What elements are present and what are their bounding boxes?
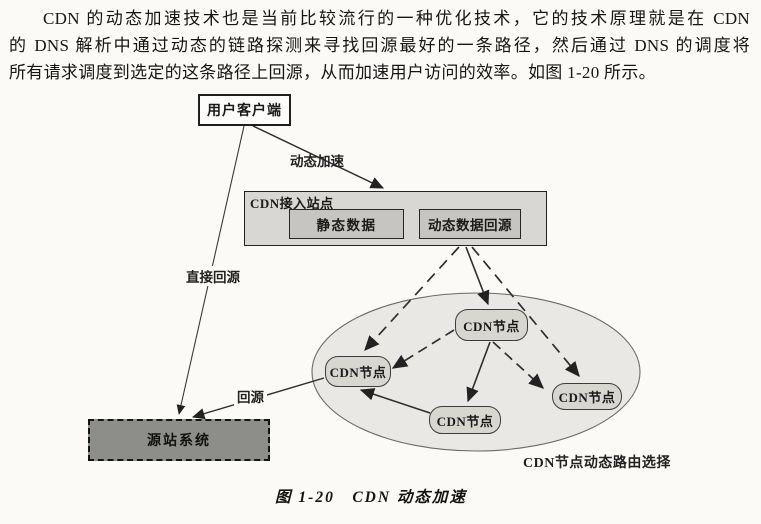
cdn-node-top-label: CDN节点 <box>463 318 520 334</box>
paragraph-line-2: 的 DNS 解析中通过动态的链路探测来寻找回源最好的一条路径，然后通过 DNS … <box>9 36 750 55</box>
edge-dynamic-to-topnode <box>465 246 490 306</box>
origin-system-label: 源站系统 <box>147 434 211 449</box>
user-client-box: 用户客户端 <box>198 94 291 126</box>
edge-topnode-to-leftnode-dashed <box>391 329 455 369</box>
figure-caption: 图 1-20 CDN 动态加速 <box>275 489 467 506</box>
cdn-access-site-box: CDN接入站点 静态数据 动态数据回源 <box>244 191 547 246</box>
edge-topnode-to-rightnode-dashed <box>492 341 545 389</box>
static-data-label: 静态数据 <box>316 218 377 233</box>
user-client-label: 用户客户端 <box>207 104 282 119</box>
dynamic-routing-annotation: CDN节点动态路由选择 <box>523 456 671 471</box>
edge-topnode-to-bottomnode <box>466 341 491 403</box>
dynamic-acceleration-edge-label: 动态加速 <box>290 154 344 169</box>
edge-dynamic-to-rightnode-dashed <box>471 246 580 378</box>
cdn-node-right: CDN节点 <box>552 383 622 410</box>
paragraph-line-1: CDN 的动态加速技术也是当前比较流行的一种优化技术，它的技术原理就是在 CDN <box>43 9 750 28</box>
cdn-access-site-title: CDN接入站点 <box>250 196 334 211</box>
origin-system-box: 源站系统 <box>88 419 270 461</box>
edge-bottomnode-to-leftnode <box>359 388 431 414</box>
edge-dynamic-to-leftnode-dashed <box>364 246 460 352</box>
intro-paragraph: CDN 的动态加速技术也是当前比较流行的一种优化技术，它的技术原理就是在 CDN… <box>9 5 750 86</box>
dynamic-data-origin-label: 动态数据回源 <box>428 218 512 233</box>
cdn-node-top: CDN节点 <box>455 309 528 341</box>
static-data-box: 静态数据 <box>289 209 404 239</box>
cdn-node-left-label: CDN节点 <box>329 365 387 380</box>
cdn-node-right-label: CDN节点 <box>558 390 616 405</box>
direct-back-to-origin-edge-label: 直接回源 <box>183 266 243 286</box>
back-to-origin-edge-label: 回源 <box>234 386 267 406</box>
edge-user-to-access <box>252 125 385 189</box>
paragraph-line-3: 所有请求调度到选定的这条路径上回源，从而加速用户访问的效率。如图 1-20 所示… <box>9 63 656 82</box>
cdn-cloud-ellipse <box>311 292 641 452</box>
cdn-node-bottom: CDN节点 <box>429 406 501 434</box>
cdn-node-left: CDN节点 <box>325 356 391 387</box>
dynamic-data-origin-box: 动态数据回源 <box>419 209 521 239</box>
cdn-node-bottom-label: CDN节点 <box>436 413 494 429</box>
